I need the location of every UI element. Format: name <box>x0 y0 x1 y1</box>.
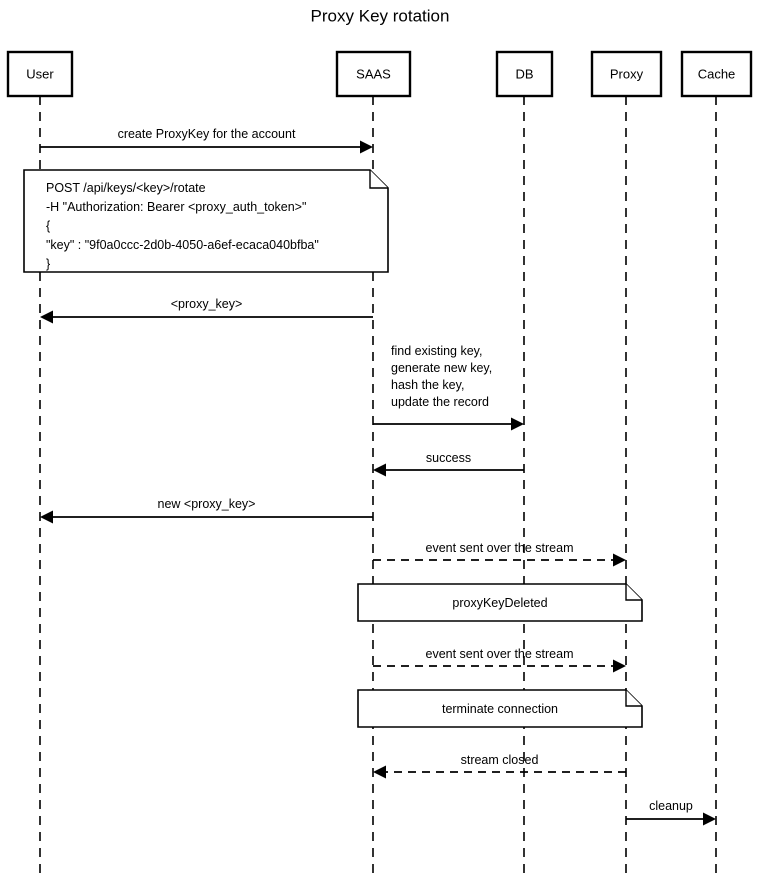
message-label: event sent over the stream <box>426 647 574 661</box>
message-arrowhead-icon <box>703 812 716 826</box>
message-msg-cleanup[interactable]: cleanup <box>626 799 716 826</box>
self-note-line: generate new key, <box>391 361 492 375</box>
participant-box-db[interactable] <box>495 50 554 98</box>
message-arrowhead-icon <box>373 765 386 779</box>
participant-user[interactable]: User <box>6 50 74 98</box>
message-arrowhead-icon <box>40 310 53 324</box>
message-arrowhead-icon <box>613 553 626 567</box>
participant-box-user[interactable] <box>6 50 74 98</box>
note-line: POST /api/keys/<key>/rotate <box>46 181 206 195</box>
message-msg-event-stream-1[interactable]: event sent over the stream <box>373 541 626 567</box>
message-arrowhead-icon <box>613 659 626 673</box>
message-msg-proxy-key-return[interactable]: <proxy_key> <box>40 297 373 324</box>
participant-label-proxy: Proxy <box>610 66 644 81</box>
message-layer: create ProxyKey for the account <proxy_ke… <box>40 127 716 826</box>
note-fold-corner-icon <box>625 690 642 707</box>
message-msg-new-proxy-key[interactable]: new <proxy_key> <box>40 497 373 524</box>
note-line: { <box>46 219 50 233</box>
note-body[interactable] <box>357 583 643 622</box>
participant-box-proxy[interactable] <box>590 50 663 98</box>
message-label: event sent over the stream <box>426 541 574 555</box>
participant-proxy[interactable]: Proxy <box>590 50 663 98</box>
participant-label-user: User <box>26 66 54 81</box>
message-msg-event-stream-2[interactable]: event sent over the stream <box>373 647 626 673</box>
note-note-terminate-connection[interactable]: terminate connection <box>357 689 643 728</box>
message-label: stream closed <box>461 753 539 767</box>
participant-box-saas[interactable] <box>335 50 412 98</box>
message-msg-db-update[interactable] <box>373 417 524 431</box>
participant-label-db: DB <box>515 66 533 81</box>
note-fold-corner-icon <box>625 584 642 601</box>
message-label: <proxy_key> <box>171 297 243 311</box>
message-arrowhead-icon <box>373 463 386 477</box>
message-label: success <box>426 451 471 465</box>
diagram-title-layer: Proxy Key rotation <box>311 6 450 25</box>
message-label: new <proxy_key> <box>158 497 256 511</box>
message-msg-db-success[interactable]: success <box>373 451 524 477</box>
note-layer: POST /api/keys/<key>/rotate -H "Authoriza… <box>23 169 643 728</box>
message-arrowhead-icon <box>360 140 373 154</box>
message-label: cleanup <box>649 799 693 813</box>
note-line: terminate connection <box>442 702 558 716</box>
note-fold-corner-icon <box>369 170 388 189</box>
participant-label-saas: SAAS <box>356 66 391 81</box>
message-msg-stream-closed[interactable]: stream closed <box>373 753 626 779</box>
participant-label-cache: Cache <box>698 66 736 81</box>
self-note-line: find existing key, <box>391 344 482 358</box>
note-line: proxyKeyDeleted <box>452 596 547 610</box>
participant-cache[interactable]: Cache <box>680 50 753 98</box>
note-line: -H "Authorization: Bearer <proxy_auth_to… <box>46 200 306 214</box>
note-body[interactable] <box>23 169 389 273</box>
message-arrowhead-icon <box>511 417 524 431</box>
participant-box-cache[interactable] <box>680 50 753 98</box>
participant-saas[interactable]: SAAS <box>335 50 412 98</box>
self-note-layer: find existing key, generate new key, hash … <box>391 344 492 409</box>
note-note-post-request[interactable]: POST /api/keys/<key>/rotate -H "Authoriza… <box>23 169 389 273</box>
message-msg-create-proxykey[interactable]: create ProxyKey for the account <box>40 127 373 154</box>
actor-layer: User SAAS DB Proxy Cache <box>6 50 753 98</box>
message-arrowhead-icon <box>40 510 53 524</box>
self-note-line: hash the key, <box>391 378 464 392</box>
note-body[interactable] <box>357 689 643 728</box>
self-note-line: update the record <box>391 395 489 409</box>
message-label: create ProxyKey for the account <box>118 127 296 141</box>
note-line: "key" : "9f0a0ccc-2d0b-4050-a6ef-ecaca04… <box>46 238 319 252</box>
note-line: } <box>46 257 50 271</box>
page-title: Proxy Key rotation <box>311 6 450 25</box>
participant-db[interactable]: DB <box>495 50 554 98</box>
note-note-proxy-key-deleted[interactable]: proxyKeyDeleted <box>357 583 643 622</box>
self-note-selfnote-saas-processing: find existing key, generate new key, hash … <box>391 344 492 409</box>
